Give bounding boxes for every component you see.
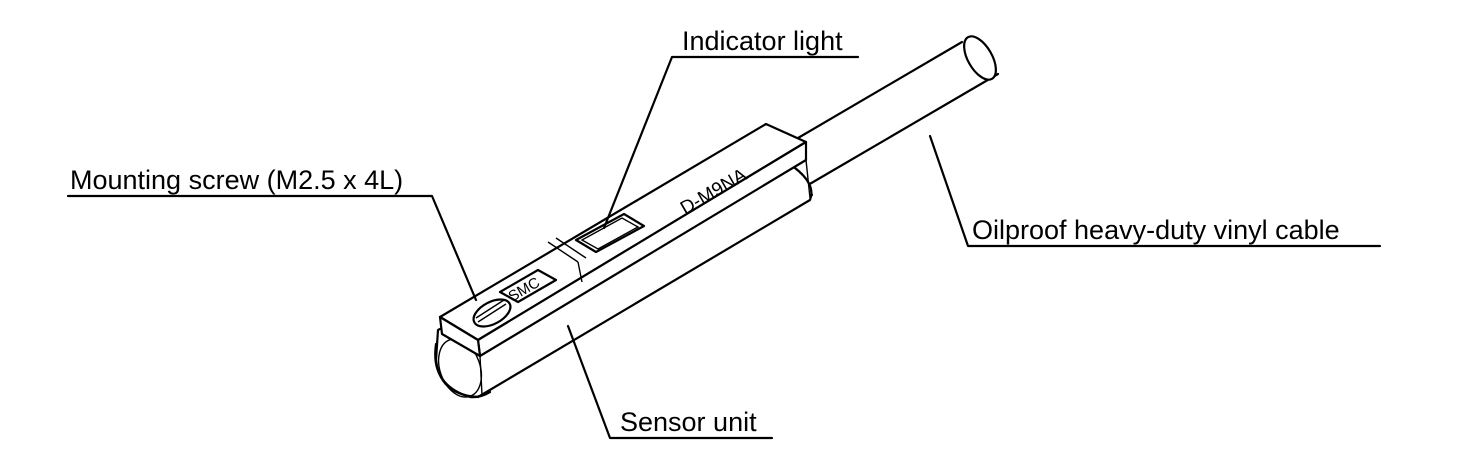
indicator-light: [574, 212, 646, 254]
leader-lines: [66, 55, 1382, 440]
label-indicator-light: Indicator light: [682, 26, 843, 56]
mounting-screw: [472, 298, 512, 328]
smc-plate: [498, 268, 558, 304]
label-sensor-unit: Sensor unit: [620, 407, 757, 437]
label-mounting-screw: Mounting screw (M2.5 x 4L): [70, 165, 403, 195]
label-cable: Oilproof heavy-duty vinyl cable: [972, 215, 1340, 245]
sensor-body: [434, 122, 813, 399]
